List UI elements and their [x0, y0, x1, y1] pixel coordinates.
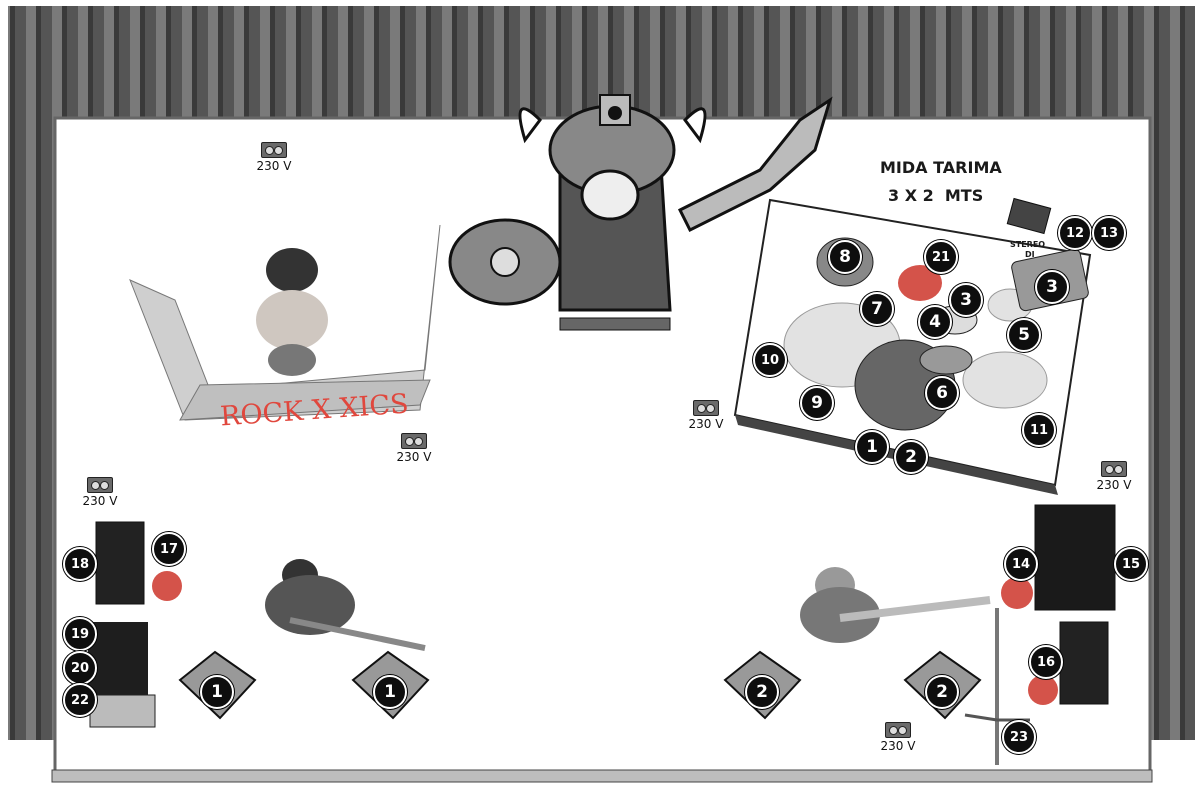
- badge-8: 8: [828, 240, 862, 274]
- badge-2: 2: [894, 440, 928, 474]
- di-label-line2: DI: [1025, 250, 1035, 259]
- bass-amp-left: [96, 522, 144, 604]
- power-outlet: 230 V: [70, 477, 130, 508]
- badge-17: 17: [152, 532, 186, 566]
- power-outlet: 230 V: [868, 722, 928, 753]
- badge-10: 10: [753, 343, 787, 377]
- badge-21: 21: [924, 240, 958, 274]
- bass-amp-right: [1035, 505, 1115, 610]
- snare: [920, 346, 972, 374]
- badge-20: 20: [63, 651, 97, 685]
- right-curtain: [1150, 20, 1195, 740]
- badge-9: 9: [800, 386, 834, 420]
- badge-23: 23: [1002, 720, 1036, 754]
- badge-18: 18: [63, 547, 97, 581]
- badge-3: 3: [949, 283, 983, 317]
- monitor-badge-1: 1: [200, 675, 234, 709]
- badge-16: 16: [1029, 645, 1063, 679]
- di-label-line1: STEREO: [1010, 240, 1045, 249]
- power-outlet: 230 V: [676, 400, 736, 431]
- monitor-badge-1: 1: [373, 675, 407, 709]
- cymbal-right: [963, 352, 1047, 408]
- badge-1: 1: [855, 430, 889, 464]
- badge-5: 5: [1007, 318, 1041, 352]
- badge-15: 15: [1114, 547, 1148, 581]
- badge-14: 14: [1004, 547, 1038, 581]
- mic-pad-14: [1001, 577, 1033, 609]
- mic-pad-16: [1028, 675, 1058, 705]
- monitor-badge-2: 2: [745, 675, 779, 709]
- power-outlet: 230 V: [244, 142, 304, 173]
- stage-title-line2: 3 X 2 MTS: [888, 186, 983, 205]
- power-outlet: 230 V: [384, 433, 444, 464]
- badge-19: 19: [63, 617, 97, 651]
- badge-22: 22: [63, 683, 97, 717]
- badge-12: 12: [1058, 216, 1092, 250]
- badge-13: 13: [1092, 216, 1126, 250]
- left-curtain: [8, 20, 55, 740]
- badge-3: 3: [1035, 270, 1069, 304]
- badge-7: 7: [860, 292, 894, 326]
- badge-11: 11: [1022, 413, 1056, 447]
- stage-title-line1: MIDA TARIMA: [880, 158, 1002, 177]
- amp-16: [1060, 622, 1108, 704]
- power-outlet: 230 V: [1084, 461, 1144, 492]
- mic-pad-17: [152, 571, 182, 601]
- monitor-badge-2: 2: [925, 675, 959, 709]
- badge-4: 4: [918, 305, 952, 339]
- badge-6: 6: [925, 376, 959, 410]
- case-left: [88, 622, 148, 702]
